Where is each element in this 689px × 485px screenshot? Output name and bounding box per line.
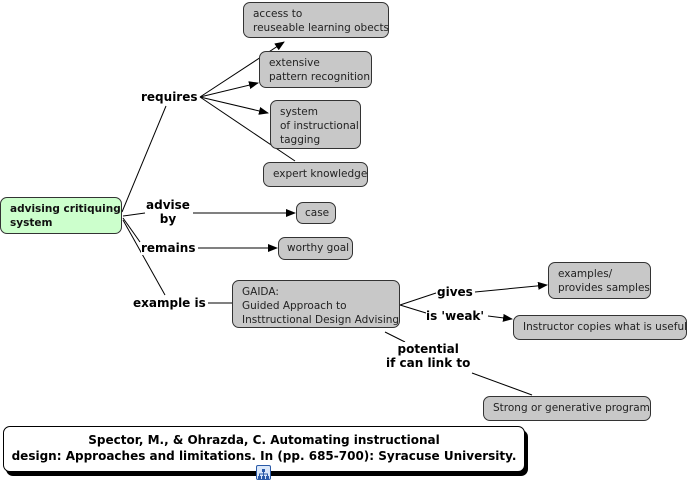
concept-worthy-goal[interactable]: worthy goal (278, 237, 353, 260)
link-example-is[interactable]: example is (133, 296, 206, 310)
concept-expert-knowledge[interactable]: expert knowledge (263, 162, 368, 187)
concept-access-learning-objects[interactable]: access to reuseable learning obects (243, 2, 389, 38)
concept-instructor-copies[interactable]: Instructor copies what is useful (513, 315, 687, 340)
citation-box: Spector, M., & Ohrazda, C. Automating in… (3, 426, 525, 472)
link-requires[interactable]: requires (141, 90, 198, 104)
concept-case[interactable]: case (296, 202, 336, 224)
concept-advising-critiquing-system[interactable]: advising critiquing system (0, 197, 122, 234)
concept-extensive-pattern-recognition[interactable]: extensive pattern recognition (259, 51, 372, 88)
concept-strong-generative-program[interactable]: Strong or generative program (483, 396, 651, 421)
concept-examples[interactable]: examples/ provides samples (548, 262, 651, 299)
concept-gaida[interactable]: GAIDA: Guided Approach to Insttructional… (232, 280, 400, 328)
link-gives[interactable]: gives (437, 285, 473, 299)
concept-map-resource-icon[interactable] (256, 465, 271, 480)
concept-system-instructional-tagging[interactable]: system of instructional tagging (270, 100, 361, 149)
link-is-weak[interactable]: is 'weak' (426, 309, 485, 323)
link-potential[interactable]: potential if can link to (386, 342, 471, 370)
link-remains[interactable]: remains (141, 241, 196, 255)
link-advise-by[interactable]: advise by (146, 198, 190, 226)
